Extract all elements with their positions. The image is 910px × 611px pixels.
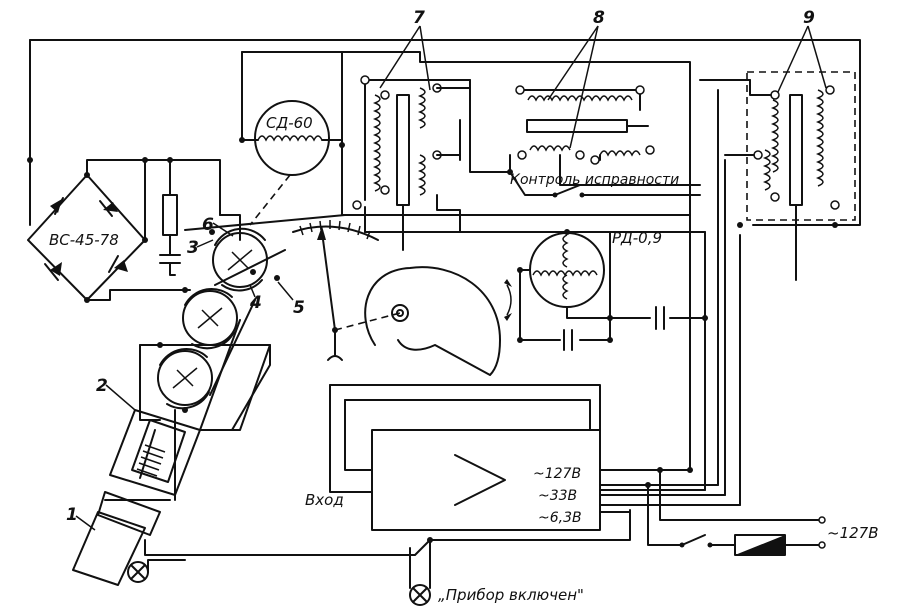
lamp-icon (127, 561, 149, 583)
rectifier-label: ВС-45-78 (49, 231, 119, 249)
callout-4: 4 (249, 293, 262, 313)
selsyn-icon (157, 347, 213, 410)
v63-label: ~6,3В (538, 510, 582, 526)
transformer-group-9: 9 (724, 8, 856, 281)
motor-icon (254, 100, 330, 176)
switch-icon (679, 534, 713, 548)
capacitor-icon (563, 329, 573, 351)
transformer-icon (372, 94, 381, 192)
outer-wiring (29, 39, 861, 506)
sd60-label: СД-60 (266, 114, 313, 132)
rectifier-bridge: ВС-45-78 (27, 157, 181, 303)
rd09-label: РД-0,9 (612, 229, 662, 247)
diode-icon (108, 255, 128, 273)
rd09-motor: РД-0,9 (517, 229, 708, 351)
callout-6: 6 (202, 215, 214, 235)
callout-1: 1 (66, 505, 78, 525)
solenoid-assembly: 2 (96, 344, 271, 536)
selsyn-icon (182, 287, 238, 350)
callout-3: 3 (187, 238, 199, 258)
diode-icon (44, 262, 62, 281)
mains-input: ~127В (647, 469, 879, 556)
diode-icon (50, 197, 64, 215)
callout-5: 5 (293, 298, 305, 318)
callout-9: 9 (803, 8, 815, 28)
callout-8: 8 (593, 8, 605, 28)
lamp-icon (409, 584, 431, 606)
transformer-icon (770, 99, 779, 173)
v33-label: ~33В (538, 488, 577, 504)
callout-2: 2 (96, 376, 108, 396)
sensor-unit: 1 (66, 505, 631, 586)
mains-label: ~127В (827, 524, 879, 542)
capacitor-icon (655, 306, 665, 330)
rc-branch (142, 157, 241, 276)
cam-icon (364, 266, 512, 376)
callout-7: 7 (413, 8, 425, 28)
motor-icon (529, 232, 605, 308)
amplifier: Вход ~127В ~33В ~6,3В (305, 384, 741, 531)
transformer-group-7: 7 (352, 8, 471, 251)
resistor-icon (162, 194, 178, 236)
amplifier-icon (371, 429, 601, 531)
transformer-group-8: Контроль исправности 8 (507, 8, 701, 198)
diode-icon (99, 200, 118, 217)
indicator-label: „Прибор включен" (438, 586, 584, 604)
sensor-icon (72, 511, 146, 586)
transformer-icon (527, 95, 633, 102)
v127-label: ~127В (533, 466, 581, 482)
fuse-icon (734, 534, 786, 556)
control-check-label: Контроль исправности (510, 172, 679, 188)
indicator-lamp: „Прибор включен" (409, 537, 584, 606)
sd60-motor: СД-60 (239, 100, 345, 226)
selsyn-icon (212, 227, 268, 292)
selsyn-stack: 3 4 5 6 (139, 214, 346, 431)
input-label: Вход (305, 491, 344, 509)
pointer-icon (317, 226, 343, 361)
coil-icon (136, 444, 166, 477)
gauge (292, 220, 401, 361)
capacitor-icon (159, 254, 181, 264)
switch-icon (552, 184, 585, 198)
